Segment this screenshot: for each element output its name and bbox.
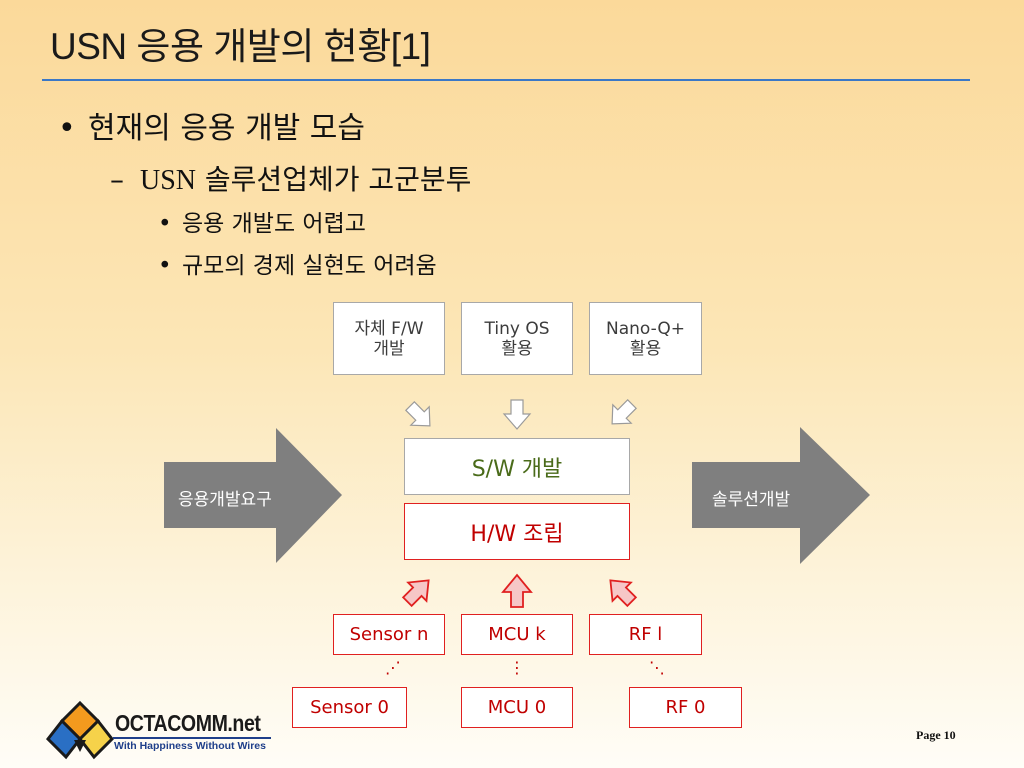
slide-title: USN 응용 개발의 현황[1] xyxy=(50,26,431,67)
arrow-down-right-icon xyxy=(405,401,431,427)
down-arrows xyxy=(405,399,637,430)
arrow-up-icon xyxy=(501,573,533,608)
left-arrow-label: 응용개발요구 xyxy=(178,490,272,510)
sw-dev-box: S/W 개발 xyxy=(404,438,630,495)
box-line: 활용 xyxy=(629,338,662,359)
component-label: Sensor 0 xyxy=(310,697,389,718)
bullet-level3-item: • 규모의 경제 실현도 어려움 xyxy=(158,246,437,280)
bullet-dot-icon: • xyxy=(158,253,172,279)
octacomm-logo-icon xyxy=(46,700,114,760)
sub-bullet-text: 규모의 경제 실현도 어려움 xyxy=(182,253,437,279)
arrow-up-left-icon xyxy=(609,579,638,608)
component-label: MCU k xyxy=(488,624,546,645)
box-line: 개발 xyxy=(373,338,405,359)
box-line: Nano-Q+ xyxy=(605,318,685,339)
bullet-dot-icon: • xyxy=(58,111,76,146)
left-big-arrow xyxy=(164,428,342,563)
box-line: 자체 F/W xyxy=(354,318,424,339)
vertical-ellipsis-icon: ⋱ xyxy=(649,658,665,677)
sensor-n-box: Sensor n xyxy=(333,614,445,655)
hw-assembly-box: H/W 조립 xyxy=(404,503,630,560)
right-arrow-label: 솔루션개발 xyxy=(712,490,791,510)
arrow-down-icon xyxy=(502,399,532,430)
bullet2-text: 솔루션업체가 고군분투 xyxy=(196,163,472,196)
up-arrows xyxy=(401,573,638,608)
bullet-level1: • 현재의 응용 개발 모습 xyxy=(58,103,365,147)
rf-0-box: RF 0 xyxy=(629,687,742,728)
rf-l-box: RF l xyxy=(589,614,702,655)
box-line: 활용 xyxy=(501,338,533,359)
logo-wordmark: OCTACOMM.net xyxy=(115,710,261,736)
title-divider xyxy=(42,79,970,81)
component-label: MCU 0 xyxy=(487,697,547,718)
sensor-0-box: Sensor 0 xyxy=(292,687,407,728)
component-label: RF 0 xyxy=(665,697,706,718)
dash-icon: – xyxy=(110,163,124,196)
sw-label: S/W 개발 xyxy=(471,456,563,482)
arrow-up-right-icon xyxy=(401,579,430,608)
page-number: Page 10 xyxy=(916,728,956,742)
sub-bullet-text: 응용 개발도 어렵고 xyxy=(182,211,366,237)
arrow-down-left-icon xyxy=(611,399,637,425)
bullet-dot-icon: • xyxy=(158,211,172,237)
bullet2-prefix: USN xyxy=(140,165,197,196)
nanoq-box: Nano-Q+활용 xyxy=(589,302,702,375)
mcu-0-box: MCU 0 xyxy=(461,687,573,728)
mcu-k-box: MCU k xyxy=(461,614,573,655)
right-big-arrow xyxy=(692,427,870,564)
bullet-level3-item: • 응용 개발도 어렵고 xyxy=(158,204,366,238)
bullet-level2: –USN 솔루션업체가 고군분투 xyxy=(110,158,471,198)
logo-divider xyxy=(113,737,271,739)
hw-label: H/W 조립 xyxy=(470,521,564,547)
component-label: Sensor n xyxy=(349,624,429,645)
logo-tagline: With Happiness Without Wires xyxy=(114,740,266,752)
box-line: Tiny OS xyxy=(484,318,550,339)
component-label: RF l xyxy=(628,624,663,645)
vertical-ellipsis-icon: ⋰ xyxy=(385,658,401,677)
vertical-ellipsis-icon: ⋮ xyxy=(509,658,525,677)
bullet1-text: 현재의 응용 개발 모습 xyxy=(88,111,366,146)
